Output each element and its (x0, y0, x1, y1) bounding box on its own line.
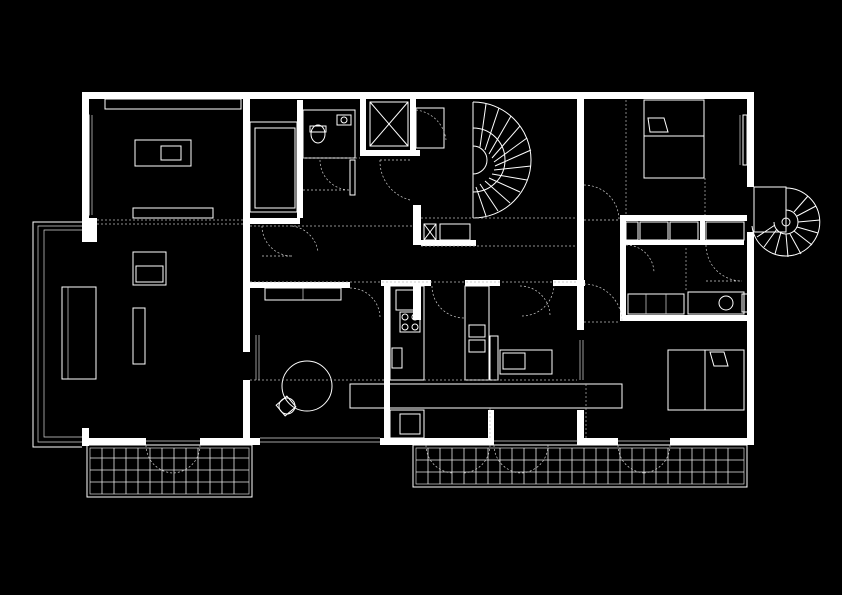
dining (250, 287, 623, 417)
bedroom-se (579, 283, 745, 438)
lift (369, 101, 447, 201)
exterior-walls (82, 92, 754, 446)
windows (84, 114, 748, 443)
bathroom (249, 109, 360, 213)
utility (625, 221, 749, 315)
living-room (61, 223, 243, 380)
study (97, 98, 243, 221)
balcony-south (412, 444, 748, 488)
spiral-stair-interior (421, 101, 577, 219)
west-bay (32, 221, 82, 448)
interior-walls (82, 92, 747, 445)
bedroom-ne (583, 99, 706, 221)
hall (250, 223, 577, 283)
kitchen (389, 285, 577, 439)
spiral-stair-exterior (751, 186, 821, 258)
balcony-west (86, 444, 253, 498)
